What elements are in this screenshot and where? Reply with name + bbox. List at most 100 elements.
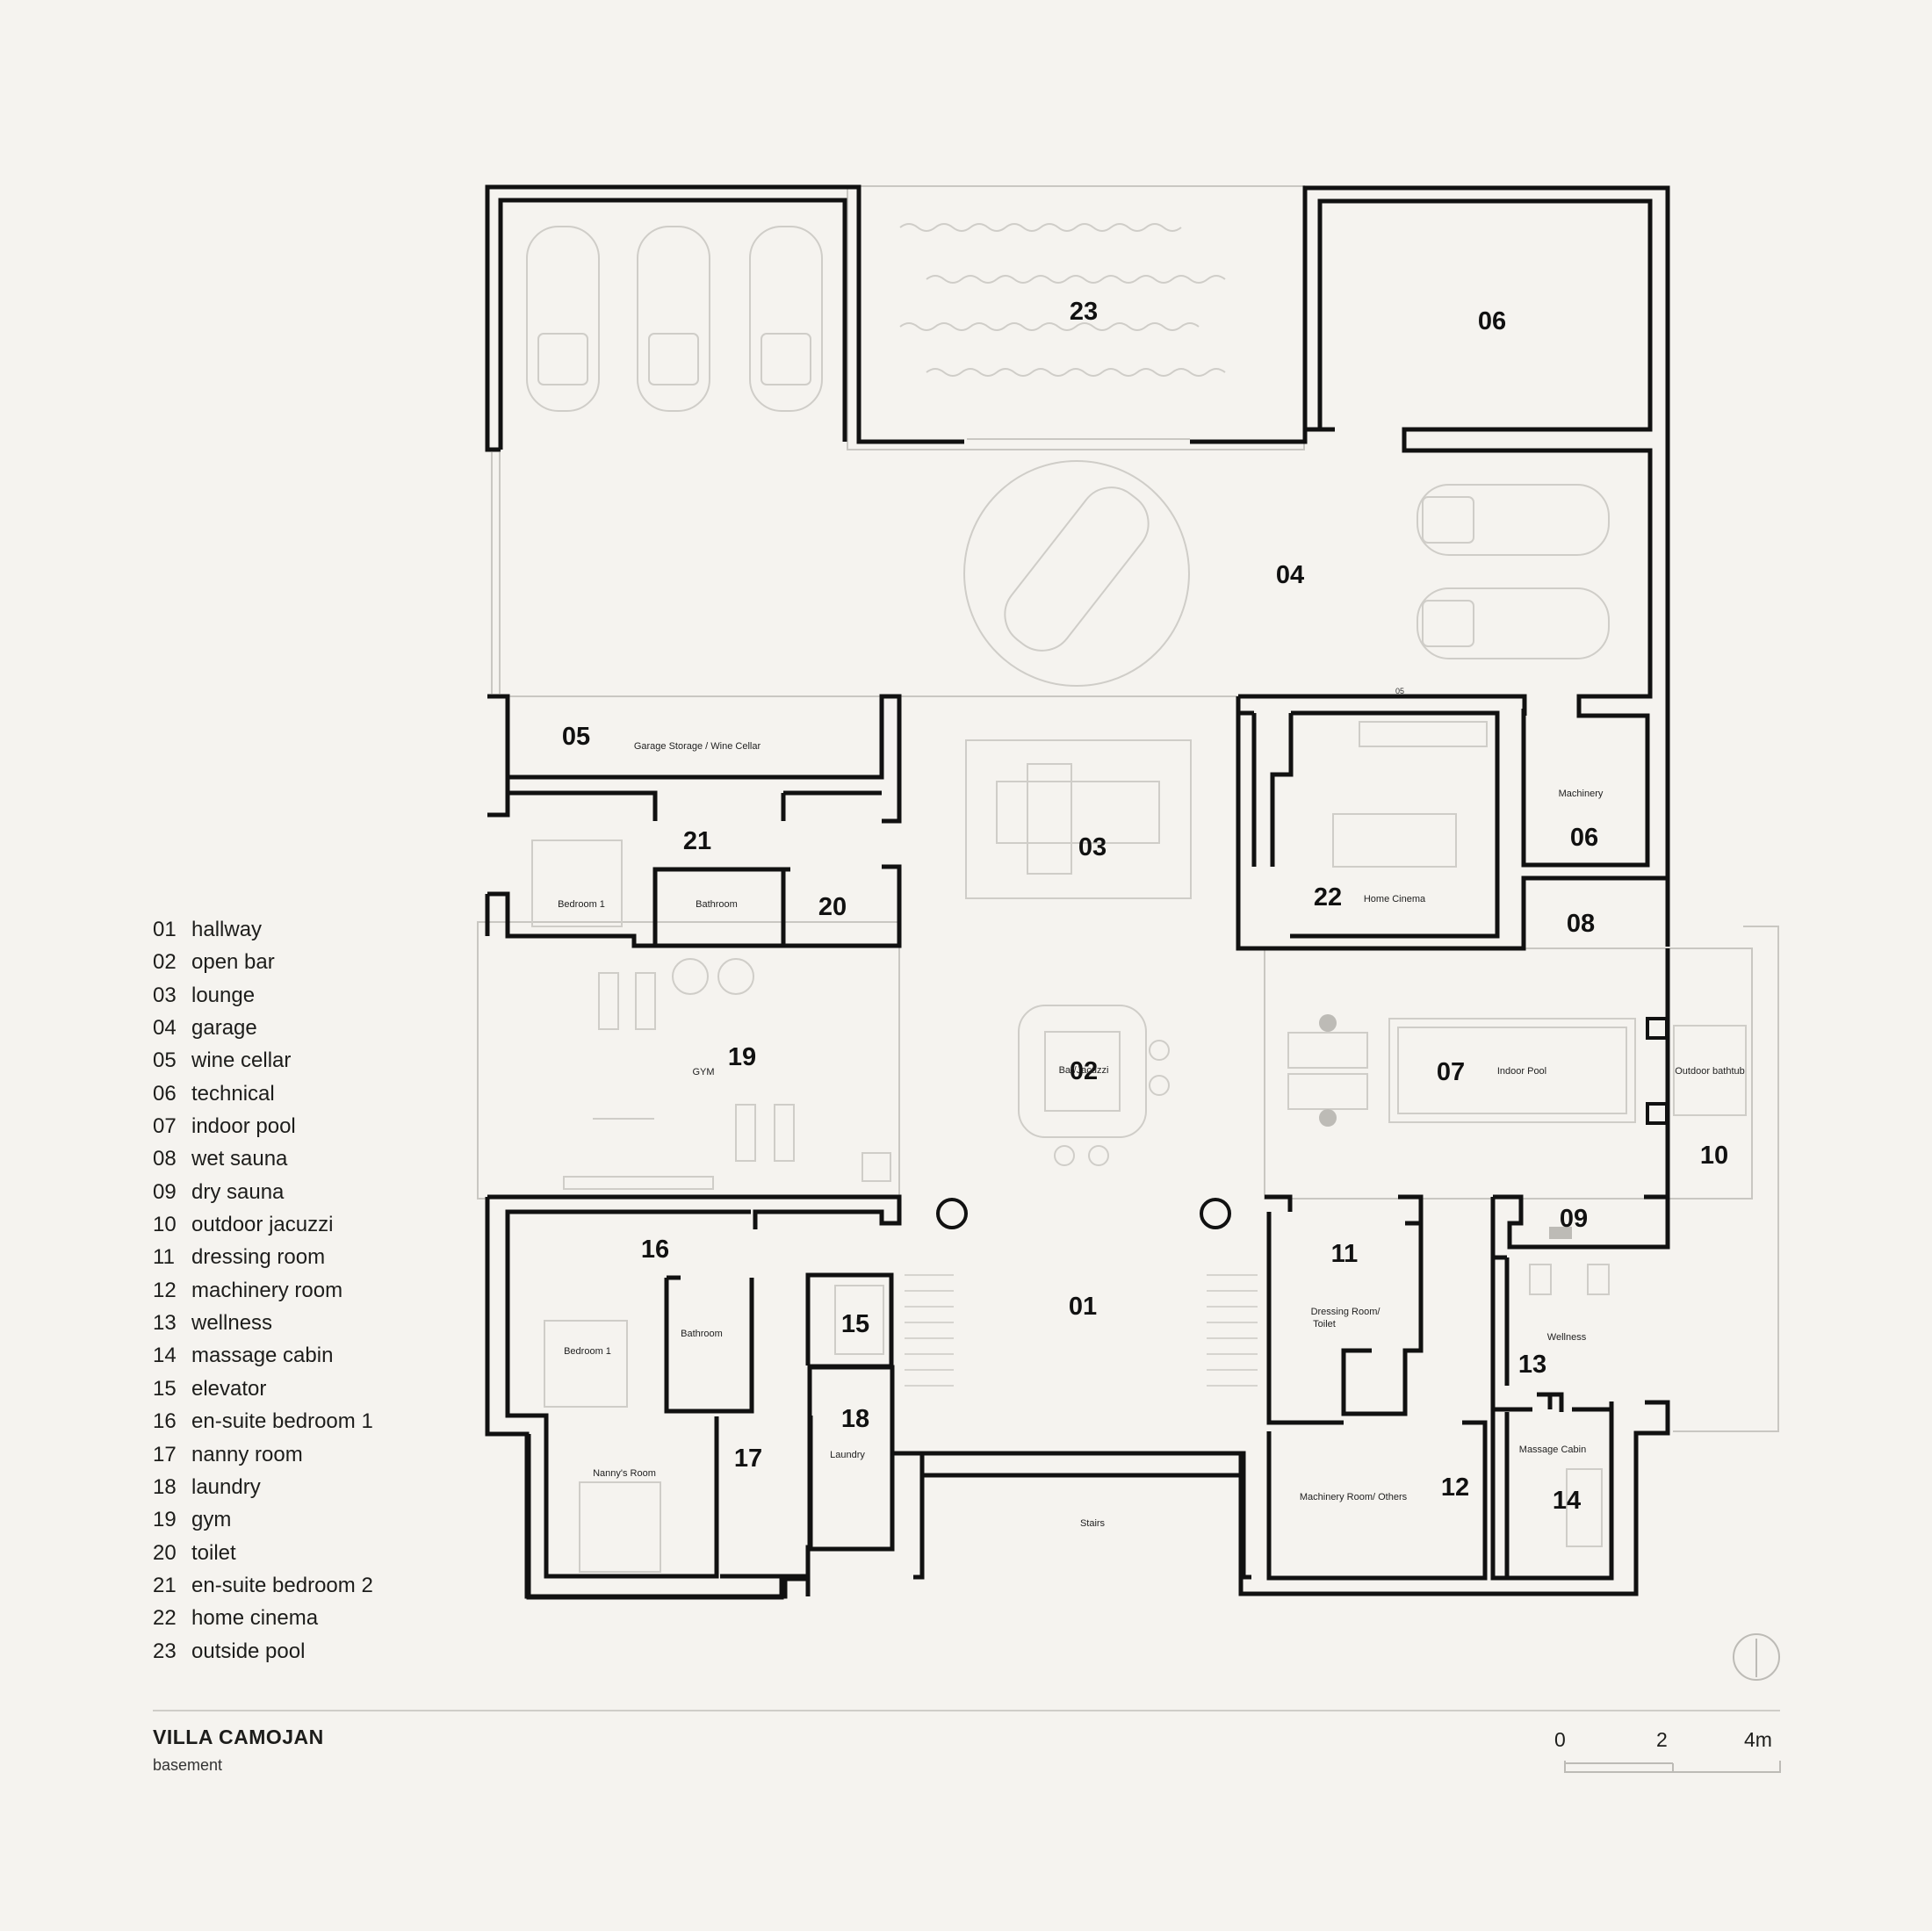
label-machinery: Machinery xyxy=(1559,789,1604,799)
room-number-10: 10 xyxy=(1700,1142,1728,1170)
column xyxy=(936,1198,968,1229)
legend-code: 16 xyxy=(153,1409,177,1434)
legend-item: 23 outside pool xyxy=(153,1635,373,1668)
legend-code: 06 xyxy=(153,1081,177,1106)
label-laundry: Laundry xyxy=(830,1450,865,1460)
legend-item: 22 home cinema xyxy=(153,1602,373,1634)
room-number-01: 01 xyxy=(1069,1293,1097,1321)
legend-code: 13 xyxy=(153,1311,177,1336)
room-number-13: 13 xyxy=(1518,1351,1546,1379)
legend-item: 09 dry sauna xyxy=(153,1176,373,1208)
room-number-17: 17 xyxy=(734,1445,762,1473)
label-stairs: Stairs xyxy=(1080,1518,1106,1529)
furniture xyxy=(531,721,1747,1573)
legend-room-name: dressing room xyxy=(191,1245,326,1270)
legend-code: 18 xyxy=(153,1474,177,1499)
legend-item: 19 gym xyxy=(153,1503,373,1536)
legend-code: 02 xyxy=(153,950,177,975)
legend-room-name: dry sauna xyxy=(191,1179,285,1204)
legend-code: 19 xyxy=(153,1508,177,1532)
legend-code: 12 xyxy=(153,1278,177,1302)
walls xyxy=(485,184,1670,1600)
legend-room-name: machinery room xyxy=(191,1278,343,1302)
room-number-02: 02 xyxy=(1070,1057,1098,1085)
label-indoor-pool: Indoor Pool xyxy=(1497,1066,1546,1077)
room-number-04: 04 xyxy=(1276,561,1304,589)
label-home-cinema: Home Cinema xyxy=(1364,894,1426,904)
legend-item: 15 elevator xyxy=(153,1373,373,1405)
legend-room-name: gym xyxy=(191,1508,232,1532)
legend-room-name: outside pool xyxy=(191,1639,306,1663)
legend-room-name: outdoor jacuzzi xyxy=(191,1213,334,1237)
legend-room-name: toilet xyxy=(191,1540,236,1565)
legend-code: 09 xyxy=(153,1179,177,1204)
legend-room-name: wellness xyxy=(191,1311,273,1336)
project-title: VILLA CAMOJAN xyxy=(153,1726,324,1748)
label-dressing-room: Dressing Room/ xyxy=(1311,1307,1381,1317)
legend-item: 06 technical xyxy=(153,1077,373,1110)
room-number-11: 11 xyxy=(1331,1240,1359,1268)
label-machinery-others: Machinery Room/ Others xyxy=(1300,1492,1408,1502)
label-bar-jacuzzi: Bar/Jacuzzi xyxy=(1059,1065,1109,1076)
legend-code: 15 xyxy=(153,1376,177,1401)
legend-room-name: wine cellar xyxy=(191,1048,292,1073)
room-number-07: 07 xyxy=(1437,1058,1465,1086)
legend-room-name: en-suite bedroom 2 xyxy=(191,1573,373,1597)
legend-code: 07 xyxy=(153,1114,177,1139)
legend-code: 22 xyxy=(153,1606,177,1631)
legend-item: 07 indoor pool xyxy=(153,1110,373,1142)
sauna-heater xyxy=(1549,1227,1572,1239)
legend-code: 10 xyxy=(153,1213,177,1237)
room-number-18: 18 xyxy=(841,1405,869,1433)
room-number-15: 15 xyxy=(841,1310,869,1338)
room-number-06-top: 06 xyxy=(1478,307,1506,335)
room-number-22: 22 xyxy=(1314,883,1342,911)
legend-code: 23 xyxy=(153,1639,177,1663)
level-subtitle: basement xyxy=(153,1756,223,1774)
room-number-16: 16 xyxy=(641,1236,669,1264)
pool-water-pattern xyxy=(899,223,1226,377)
label-bedroom-upper: Bedroom 1 xyxy=(558,899,605,910)
label-gym: GYM xyxy=(692,1067,714,1077)
legend-item: 10 outdoor jacuzzi xyxy=(153,1208,373,1241)
label-bathroom-lower: Bathroom xyxy=(681,1329,723,1339)
scale-bar xyxy=(1564,1761,1781,1773)
label-bedroom-lower: Bedroom 1 xyxy=(564,1346,611,1357)
legend-item: 21 en-suite bedroom 2 xyxy=(153,1569,373,1602)
legend-code: 14 xyxy=(153,1344,177,1368)
room-number-05: 05 xyxy=(562,723,590,751)
legend-room-name: hallway xyxy=(191,918,263,941)
legend-code: 21 xyxy=(153,1573,177,1597)
legend-item: 04 garage xyxy=(153,1012,373,1044)
legend-item: 16 en-suite bedroom 1 xyxy=(153,1405,373,1437)
room-number-08: 08 xyxy=(1567,910,1595,938)
legend-room-name: technical xyxy=(191,1081,275,1106)
legend-code: 20 xyxy=(153,1540,177,1565)
legend-item: 12 machinery room xyxy=(153,1274,373,1307)
room-number-21: 21 xyxy=(683,827,711,855)
label-bathroom-upper: Bathroom xyxy=(696,899,738,910)
legend-room-name: indoor pool xyxy=(191,1114,296,1139)
room-number-03: 03 xyxy=(1078,833,1107,861)
legend-room-name: massage cabin xyxy=(191,1344,334,1368)
room-number-14: 14 xyxy=(1553,1487,1581,1515)
label-garage-storage: Garage Storage / Wine Cellar xyxy=(634,741,761,752)
label-massage-cabin: Massage Cabin xyxy=(1519,1445,1586,1455)
legend-room-name: en-suite bedroom 1 xyxy=(191,1409,373,1434)
room-number-20: 20 xyxy=(818,893,847,921)
legend-item: 13 wellness xyxy=(153,1307,373,1339)
legend-room-name: lounge xyxy=(191,983,256,1007)
legend-code: 04 xyxy=(153,1016,177,1041)
legend-room-name: home cinema xyxy=(191,1606,319,1631)
legend-room-name: garage xyxy=(191,1016,257,1041)
legend-room-name: elevator xyxy=(191,1376,267,1401)
scale-label-zero: 0 xyxy=(1554,1728,1566,1751)
